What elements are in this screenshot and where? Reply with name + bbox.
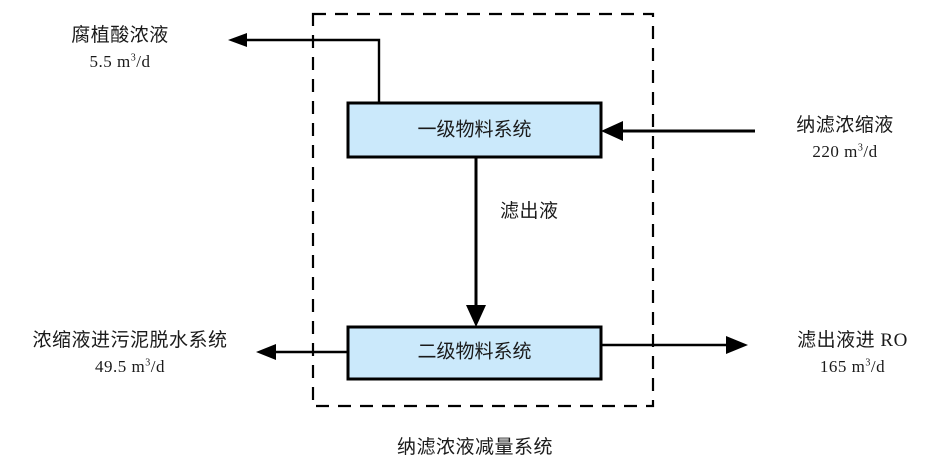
filtrate-to-ro-arrowhead (726, 336, 748, 354)
nf-concentrate-input-value: 220 m3/d (770, 140, 920, 165)
unit-m: m (844, 141, 858, 161)
nf-concentrate-input-connector (601, 121, 755, 141)
unit-m: m (851, 356, 866, 376)
concentrate-to-sludge-connector (256, 344, 348, 360)
concentrate-to-sludge-label: 浓缩液进污泥脱水系统 49.5 m3/d (4, 327, 256, 379)
filtrate-stream-label: 滤出液 (500, 201, 559, 222)
nf-concentrate-input-label: 纳滤浓缩液 220 m3/d (770, 112, 920, 164)
unit-m: m (117, 51, 131, 71)
humic-acid-output-arrowhead (228, 33, 247, 47)
humic-acid-output-connector (228, 33, 381, 103)
system-boundary-dashed-rect (311, 12, 655, 408)
nf-concentrate-input-arrowhead (601, 121, 623, 141)
unit-suffix: /d (863, 141, 878, 161)
unit-suffix: /d (150, 356, 165, 376)
concentrate-to-sludge-value: 49.5 m3/d (4, 355, 256, 380)
unit-exponent: 3 (865, 356, 871, 368)
filtrate-to-ro-title: 滤出液进 RO (797, 330, 908, 351)
filtrate-internal-connector (466, 157, 486, 327)
unit-m: m (131, 356, 146, 376)
filtrate-internal-arrowhead (466, 305, 486, 327)
humic-acid-output-title: 腐植酸浓液 (71, 25, 169, 46)
filtrate-to-ro-label: 滤出液进 RO 165 m3/d (780, 327, 925, 379)
nf-concentrate-input-number: 220 (812, 141, 840, 161)
filtrate-to-ro-value: 165 m3/d (780, 355, 925, 380)
concentrate-to-sludge-arrowhead (256, 344, 276, 360)
concentrate-to-sludge-title: 浓缩液进污泥脱水系统 (32, 330, 228, 351)
unit-exponent: 3 (130, 51, 137, 63)
filtrate-to-ro-number: 165 (819, 356, 847, 376)
unit-suffix: /d (870, 356, 886, 376)
unit-suffix: /d (136, 51, 151, 71)
humic-acid-output-value: 5.5 m3/d (20, 50, 220, 75)
humic-acid-output-number: 5.5 (89, 51, 113, 71)
stage1-box[interactable] (346, 101, 603, 159)
concentrate-to-sludge-number: 49.5 (95, 356, 127, 376)
diagram-caption: 纳滤浓液减量系统 (396, 437, 553, 458)
nf-concentrate-input-title: 纳滤浓缩液 (796, 115, 894, 136)
humic-acid-output-line (240, 38, 381, 103)
stage2-box-label: 二级物料系统 (417, 340, 531, 362)
stage1-box-label: 一级物料系统 (417, 118, 531, 140)
unit-exponent: 3 (145, 356, 151, 368)
filtrate-to-ro-connector (601, 336, 748, 354)
humic-acid-output-label: 腐植酸浓液 5.5 m3/d (20, 22, 220, 74)
unit-exponent: 3 (857, 141, 864, 153)
